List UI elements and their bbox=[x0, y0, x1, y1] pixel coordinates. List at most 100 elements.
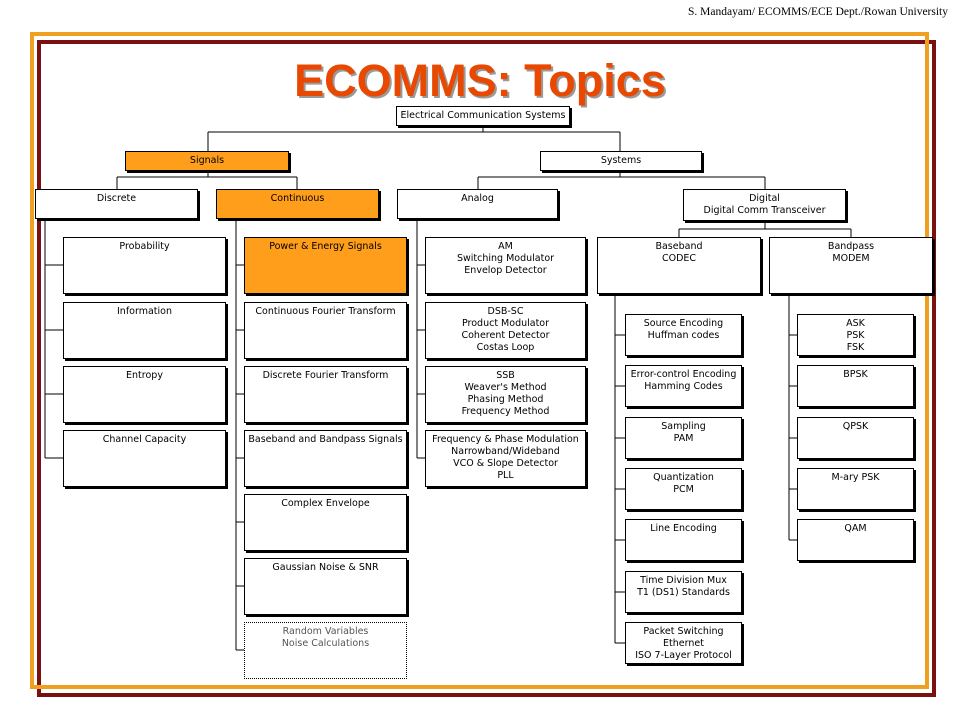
node-text-line: PSK bbox=[846, 330, 865, 341]
node-text-line: Huffman codes bbox=[647, 330, 720, 341]
node-text-line: Discrete bbox=[96, 193, 137, 204]
node-channel-capacity: Channel Capacity bbox=[63, 430, 226, 487]
node-text-line: MODEM bbox=[832, 253, 870, 264]
node-text-line: ISO 7-Layer Protocol bbox=[635, 650, 732, 661]
node-text-line: Information bbox=[117, 306, 172, 317]
node-discrete-fourier-transform: Discrete Fourier Transform bbox=[244, 366, 407, 423]
node-text-line: Signals bbox=[189, 155, 225, 166]
node-text-line: Baseband and Bandpass Signals bbox=[248, 434, 403, 445]
node-text-line: PAM bbox=[673, 433, 694, 444]
node-text-line: Complex Envelope bbox=[281, 498, 370, 509]
node-text-line: Envelop Detector bbox=[464, 265, 547, 276]
node-text-line: Quantization bbox=[653, 472, 714, 483]
root-node-electrical-communication-systems: Electrical Communication Systems bbox=[396, 106, 570, 126]
node-text-line: Switching Modulator bbox=[456, 253, 555, 264]
node-text-line: Baseband bbox=[655, 241, 703, 252]
node-text-line: Ethernet bbox=[663, 638, 704, 649]
node-text-line: QPSK bbox=[842, 421, 869, 432]
slide-title: ECOMMS: Topics bbox=[294, 55, 666, 106]
node-text-line: Error-control Encoding bbox=[630, 369, 737, 380]
node-text-line: Phasing Method bbox=[467, 394, 544, 405]
node-text-line: Analog bbox=[461, 193, 494, 204]
node-text-line: VCO & Slope Detector bbox=[453, 458, 558, 469]
node-qpsk: QPSK bbox=[797, 417, 914, 459]
node-text-line: Random Variables bbox=[282, 626, 369, 637]
node-text-line: M-ary PSK bbox=[831, 472, 880, 483]
node-text-line: AM bbox=[498, 241, 513, 252]
node-text-line: SSB bbox=[496, 370, 515, 381]
node-text-line: Source Encoding bbox=[643, 318, 724, 329]
node-qam: QAM bbox=[797, 519, 914, 561]
node-text-line: Product Modulator bbox=[461, 318, 550, 329]
node-text-line: T1 (DS1) Standards bbox=[637, 587, 730, 598]
node-text-line: Weaver's Method bbox=[464, 382, 547, 393]
author-credit: S. Mandayam/ ECOMMS/ECE Dept./Rowan Univ… bbox=[687, 6, 948, 18]
node-text-line: Probability bbox=[119, 241, 170, 252]
node-continuous: Continuous bbox=[216, 189, 379, 219]
node-entropy: Entropy bbox=[63, 366, 226, 423]
node-text-line: Entropy bbox=[126, 370, 163, 381]
node-text-line: PLL bbox=[497, 470, 514, 481]
node-text-line: Hamming Codes bbox=[644, 381, 723, 392]
node-text-line: Continuous bbox=[270, 193, 325, 204]
node-information: Information bbox=[63, 302, 226, 359]
node-text-line: Electrical Communication Systems bbox=[400, 110, 566, 121]
node-text-line: Digital Comm Transceiver bbox=[703, 205, 826, 216]
node-text-line: PCM bbox=[673, 484, 694, 495]
node-text-line: BPSK bbox=[843, 369, 868, 380]
node-signals: Signals bbox=[125, 151, 289, 171]
node-bpsk: BPSK bbox=[797, 365, 914, 407]
node-systems: Systems bbox=[540, 151, 702, 171]
node-text-line: Discrete Fourier Transform bbox=[262, 370, 389, 381]
node-text-line: Frequency Method bbox=[461, 406, 550, 417]
node-analog: Analog bbox=[397, 189, 558, 219]
node-gaussian-noise-snr: Gaussian Noise & SNR bbox=[244, 558, 407, 615]
node-baseband-bandpass-signals: Baseband and Bandpass Signals bbox=[244, 430, 407, 487]
node-power-energy-signals: Power & Energy Signals bbox=[244, 237, 407, 294]
node-text-line: Systems bbox=[600, 155, 642, 166]
node-probability: Probability bbox=[63, 237, 226, 294]
node-text-line: Narrowband/Wideband bbox=[451, 446, 560, 457]
node-line-encoding: Line Encoding bbox=[625, 519, 742, 561]
node-text-line: Continuous Fourier Transform bbox=[255, 306, 396, 317]
node-discrete: Discrete bbox=[35, 189, 198, 219]
node-text-line: Coherent Detector bbox=[461, 330, 550, 341]
node-text-line: Packet Switching bbox=[643, 626, 724, 637]
node-mary-psk: M-ary PSK bbox=[797, 468, 914, 510]
node-complex-envelope: Complex Envelope bbox=[244, 494, 407, 551]
node-text-line: Bandpass bbox=[827, 241, 875, 252]
node-text-line: DSB-SC bbox=[487, 306, 524, 317]
node-text-line: ASK bbox=[846, 318, 865, 329]
slide-frame-inner bbox=[30, 32, 929, 689]
node-text-line: Noise Calculations bbox=[281, 638, 370, 649]
node-text-line: FSK bbox=[846, 342, 865, 353]
node-text-line: QAM bbox=[844, 523, 867, 534]
node-continuous-fourier-transform: Continuous Fourier Transform bbox=[244, 302, 407, 359]
node-text-line: Sampling bbox=[661, 421, 706, 432]
node-text-line: Digital bbox=[749, 193, 780, 204]
slide-frame-outer bbox=[37, 40, 936, 697]
node-text-line: Channel Capacity bbox=[102, 434, 187, 445]
node-text-line: Costas Loop bbox=[476, 342, 535, 353]
node-text-line: Frequency & Phase Modulation bbox=[432, 434, 579, 445]
node-text-line: CODEC bbox=[661, 253, 697, 264]
node-text-line: Power & Energy Signals bbox=[269, 241, 382, 252]
node-text-line: Time Division Mux bbox=[640, 575, 727, 586]
node-text-line: Gaussian Noise & SNR bbox=[272, 562, 379, 573]
